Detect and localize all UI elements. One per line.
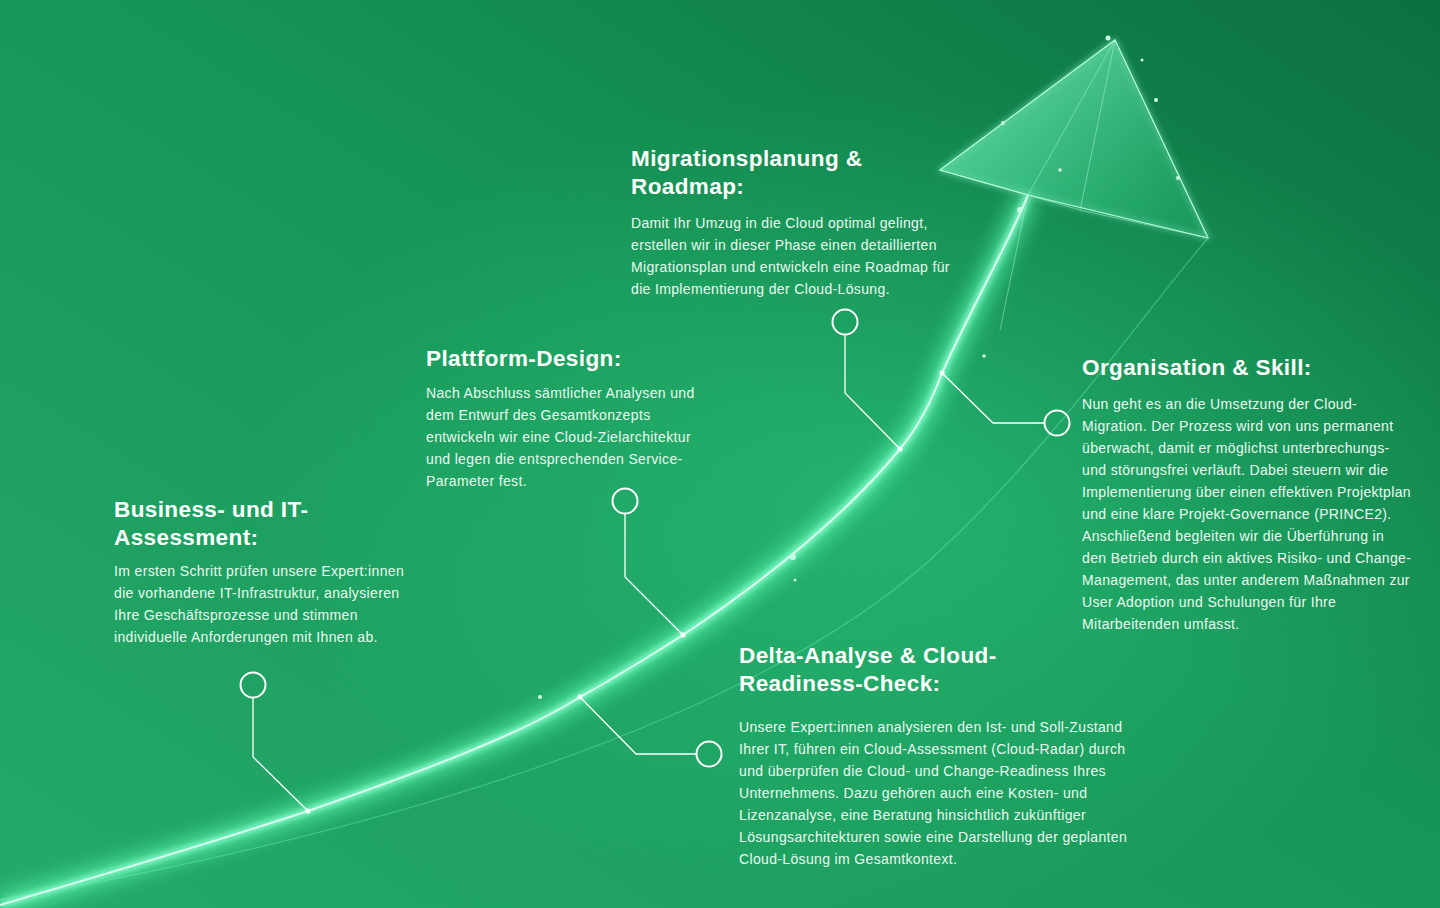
step-description: Nun geht es an die Umsetzung der Cloud-M… <box>1082 393 1412 635</box>
step-heading: Migrationsplanung & Roadmap: <box>631 145 931 201</box>
step-heading: Business- und IT-Assessment: <box>114 496 374 552</box>
step-description: Damit Ihr Umzug in die Cloud optimal gel… <box>631 212 956 300</box>
faint-curve <box>0 238 1208 900</box>
step-description: Nach Abschluss sämtlicher Analysen und d… <box>426 382 711 492</box>
step-heading: Delta-Analyse & Cloud-Readiness-Check: <box>739 642 1039 698</box>
step-description: Im ersten Schritt prüfen unsere Expert:i… <box>114 560 419 648</box>
arrowhead-facets <box>940 40 1208 330</box>
step-heading: Organisation & Skill: <box>1082 354 1402 382</box>
step-heading: Plattform-Design: <box>426 345 726 373</box>
marker-circles <box>241 310 1070 767</box>
step-description: Unsere Expert:innen analysieren den Ist-… <box>739 716 1129 870</box>
